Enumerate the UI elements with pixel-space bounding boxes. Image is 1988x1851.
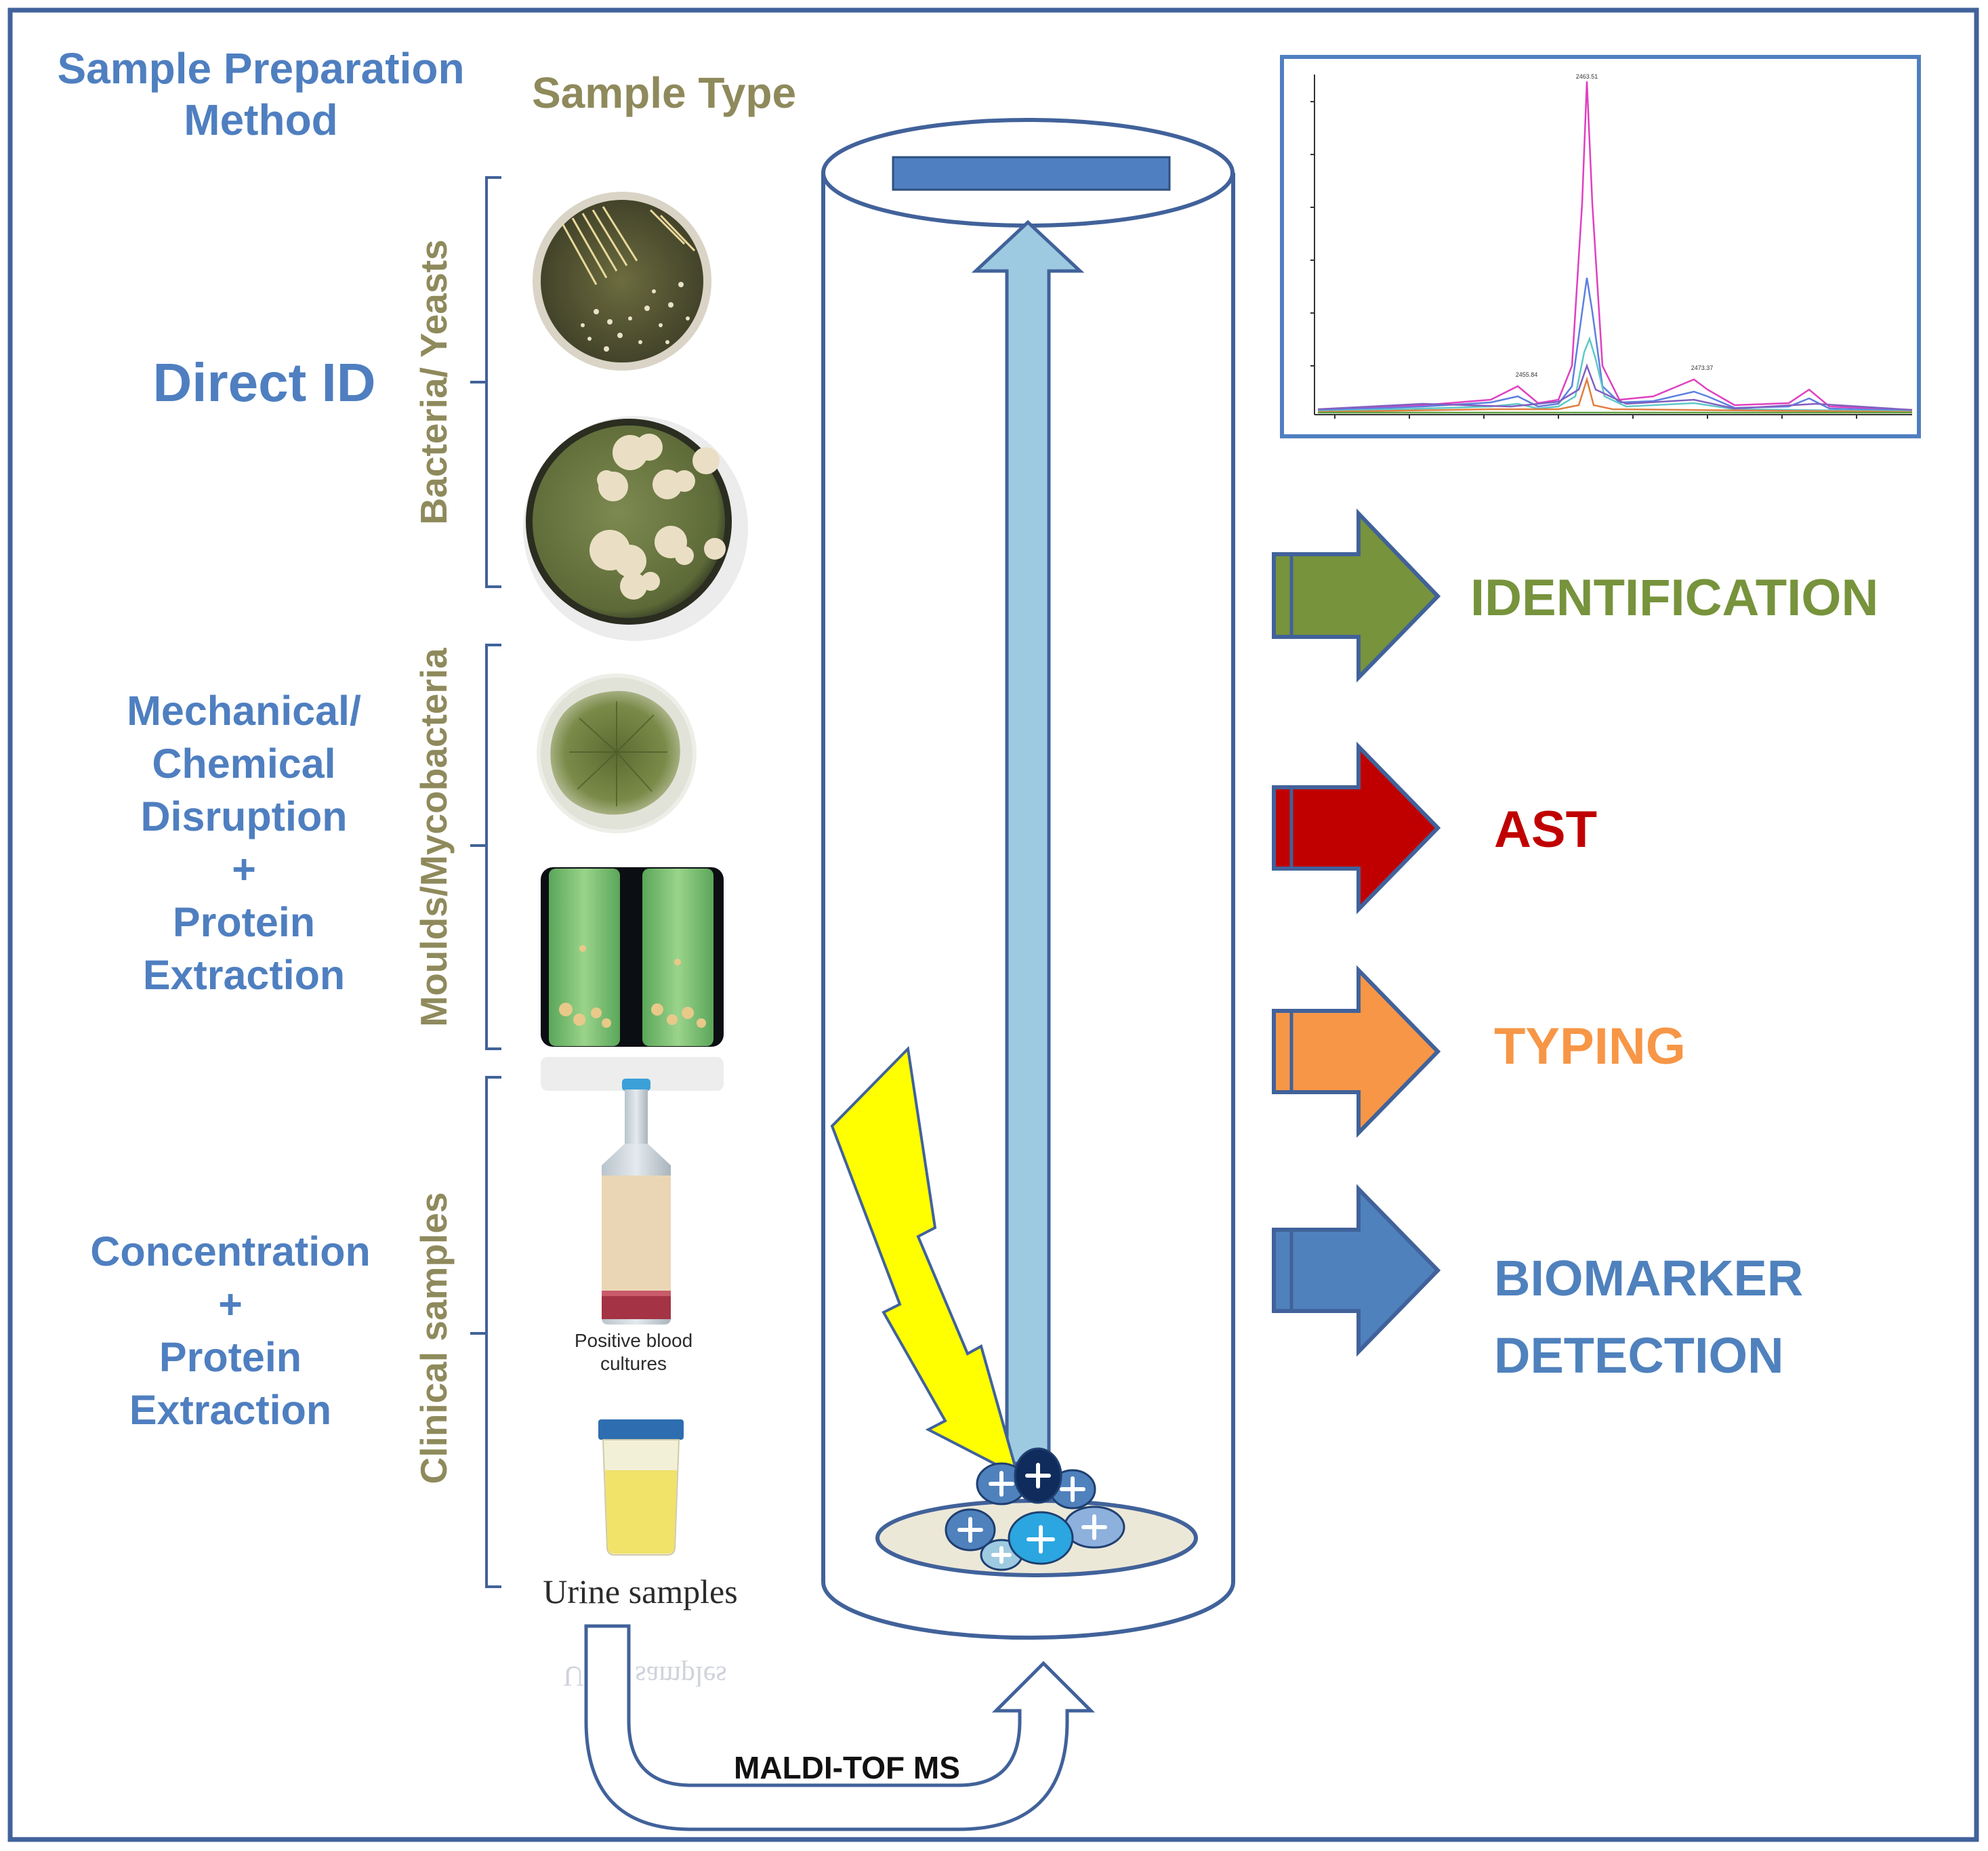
blood-culture-bottle-image bbox=[602, 1079, 671, 1325]
outcome-arrow-ast bbox=[1272, 741, 1441, 915]
method-mechanical-disruption: Mechanical/ Chemical Disruption + Protei… bbox=[127, 688, 361, 998]
header-sample-type: Sample Type bbox=[531, 68, 797, 117]
group-moulds-mycobacteria: Moulds/Mycobacteria bbox=[413, 648, 455, 1027]
brace-clinical bbox=[470, 1076, 501, 1588]
method-concentration: Concentration + Protein Extraction bbox=[90, 1228, 371, 1433]
spectrum-peak-label-2: 2463.51 bbox=[1576, 73, 1598, 80]
detector-plate bbox=[892, 156, 1171, 191]
ion-flight-arrow bbox=[971, 220, 1085, 1465]
header-preparation-method: Sample Preparation Method bbox=[57, 44, 465, 144]
brace-bacteria bbox=[470, 176, 501, 588]
outcome-label-ast: AST bbox=[1494, 801, 1597, 858]
spectrum-peak-label-3: 2473.37 bbox=[1691, 365, 1714, 371]
tof-tube bbox=[821, 118, 1235, 1640]
mass-spectrum-panel: 2455.84 2463.51 2473.37 bbox=[1280, 55, 1921, 438]
caption-urine-samples: Urine samples bbox=[543, 1573, 738, 1610]
group-bacteria-yeasts: Bacteria/ Yeasts bbox=[413, 239, 455, 525]
outer-border bbox=[7, 7, 1979, 1842]
bacteria-plate-image bbox=[533, 192, 711, 371]
group-clinical-samples: Clinical samples bbox=[413, 1192, 455, 1484]
spectrum-peak-label-1: 2455.84 bbox=[1516, 371, 1538, 378]
outcome-label-biomarker: BIOMARKER DETECTION bbox=[1494, 1250, 1804, 1384]
outcome-label-typing: TYPING bbox=[1494, 1018, 1686, 1075]
mould-plate-image bbox=[537, 673, 697, 833]
maldi-u-arrow bbox=[584, 1624, 1096, 1831]
caption-blood-cultures: Positive blood cultures bbox=[574, 1330, 693, 1374]
outcome-arrow-identification bbox=[1272, 508, 1441, 683]
outcome-arrow-biomarker bbox=[1272, 1184, 1441, 1357]
laser-bolt bbox=[830, 1045, 1020, 1478]
outcome-arrow-typing bbox=[1272, 965, 1441, 1138]
label-maldi-tof-ms: MALDI-TOF MS bbox=[734, 1750, 960, 1785]
ion-plus-signs bbox=[957, 1463, 1107, 1564]
brace-moulds bbox=[470, 644, 501, 1050]
mycobacteria-tubes-image bbox=[541, 867, 724, 1091]
method-direct-id: Direct ID bbox=[152, 352, 376, 413]
outcome-label-identification: IDENTIFICATION bbox=[1470, 569, 1879, 627]
yeast-plate-image bbox=[523, 416, 748, 641]
